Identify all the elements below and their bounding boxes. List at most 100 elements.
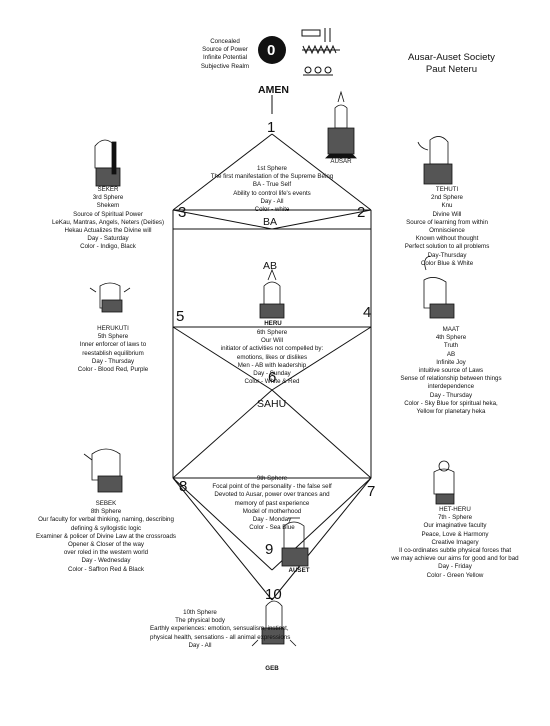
sphere-4-line: interdependence — [427, 383, 475, 391]
hieroglyph-amen-icon — [301, 28, 340, 76]
sphere-10-line: The physical body — [175, 617, 225, 625]
line-8-10 — [172, 477, 273, 601]
sphere-4-line: Yellow for planetary heka — [416, 408, 486, 416]
sphere-4-line: intuitive source of Laws — [418, 367, 484, 375]
sphere-9-line: Model of motherhood — [242, 507, 302, 515]
sphere-2-text: TEHUTI 2nd Sphere Knu Divine Will Source… — [392, 186, 502, 268]
sphere-6-text: 6th Sphere Our Will initiator of activit… — [192, 329, 352, 386]
sphere-6-line: 6th Sphere — [256, 329, 288, 336]
auset-figure-icon — [281, 517, 309, 567]
sphere-5-line: reestablish equilibrium — [82, 349, 144, 357]
sphere-8-line: defining & syllogistic logic — [70, 524, 142, 532]
sphere-8-line: Color - Saffron Red & Black — [68, 565, 144, 573]
sphere-7-line: Creative Imagery — [431, 538, 479, 546]
sphere-4-line: Infinite Joy — [436, 358, 466, 366]
sphere-0-number: 0 — [267, 42, 276, 59]
sphere-1-text: 1st Sphere The first manifestation of th… — [172, 165, 372, 214]
sphere-10-line: Day - All — [188, 641, 212, 649]
sphere-5-line: Day - Thursday — [91, 357, 135, 365]
sphere-4-number: 4 — [363, 304, 372, 321]
tehuti-figure-icon — [417, 136, 453, 185]
sphere-4-line: Day - Thursday — [429, 391, 473, 399]
sphere-7-number: 7 — [367, 483, 376, 500]
sphere-2-line: Omniscience — [429, 227, 465, 235]
sphere-2-line: Known without thought — [415, 235, 479, 243]
zero-circle — [258, 36, 286, 64]
sphere-10-line: Earthly experiences: emotion, sensualism… — [150, 625, 289, 633]
sphere-5-line: 5th Sphere — [97, 333, 129, 341]
sphere-9-line: memory of past experience — [234, 499, 310, 507]
concealed-line: Concealed — [210, 38, 240, 45]
sphere-3-line: Source of Spiritual Power — [73, 210, 143, 218]
sphere-7-line: Day - Friday — [438, 563, 472, 571]
sphere-4-line: Truth — [443, 342, 459, 350]
sphere-1-line: Color - white — [254, 206, 290, 214]
sphere-2-line: Color Blue & White — [420, 259, 474, 267]
sphere-10-line: physical health, sensations - all animal… — [150, 633, 291, 641]
sphere-9-line: Devoted to Ausar, power over trances and — [214, 491, 330, 499]
sphere-8-line: Examiner & policer of Divine Law at the … — [36, 532, 176, 540]
sphere-8-line: Day - Wednesday — [81, 557, 131, 565]
ausar-label: AUSAR — [330, 158, 352, 165]
heru-figure-icon — [259, 268, 285, 319]
sphere-7-line: HET-HERU — [439, 506, 471, 513]
sphere-6-line: Color - White & Red — [244, 378, 300, 386]
sphere-2-line: TEHUTI — [435, 186, 459, 193]
sphere-1-line: The first manifestation of the Supreme B… — [210, 173, 334, 181]
sphere-10-line: 10th Sphere — [183, 609, 217, 616]
sphere-8-line: 8th Sphere — [90, 508, 122, 516]
concealed-line: Source of Power — [202, 46, 248, 54]
sphere-8-number: 8 — [179, 478, 188, 495]
sphere-8-text: SEBEK 8th Sphere Our faculty for verbal … — [26, 500, 186, 574]
sphere-3-line: Shekem — [96, 202, 120, 210]
sphere-3-line: Color - Indigo, Black — [80, 243, 136, 251]
geb-label: GEB — [265, 665, 279, 672]
sphere-1-line: Day - All — [260, 197, 284, 205]
sphere-2-line: 2nd Sphere — [431, 194, 463, 202]
line-4-6 — [271, 326, 372, 391]
sphere-9-text: 9th Sphere Focal point of the personalit… — [190, 475, 354, 532]
sphere-10-text: 10th Sphere The physical body Earthly ex… — [150, 609, 291, 650]
line-ba-right — [271, 209, 372, 230]
sebek-figure-icon — [83, 448, 123, 493]
sphere-1-number: 1 — [267, 119, 276, 136]
concealed-line: Infinite Potential — [202, 54, 248, 62]
sphere-4-line: Sense of relationship between things — [400, 375, 502, 383]
title-line-2: Paut Neteru — [425, 64, 478, 75]
sphere-6-line: emotions, likes or dislikes — [236, 353, 308, 361]
sphere-1-line: Ability to control life's events — [233, 189, 311, 197]
sphere-7-line: Our imaginative faculty — [423, 522, 487, 530]
sphere-2-line: Perfect solution to all problems — [404, 243, 490, 251]
sphere-5-line: Inner enforcer of laws to — [79, 341, 147, 349]
sphere-5-text: HERUKUTI 5th Sphere Inner enforcer of la… — [58, 325, 168, 374]
het-heru-figure-icon — [433, 460, 455, 505]
sphere-1-line: BA - True Self — [252, 181, 292, 189]
maat-figure-icon — [423, 255, 455, 319]
sphere-4-text: MAAT 4th Sphere Truth AB Infinite Joy in… — [376, 326, 526, 416]
line-ba-left — [172, 209, 273, 230]
sphere-3-line: SEKER — [97, 186, 119, 193]
tree-lines — [172, 95, 372, 601]
title-line-1: Ausar-Auset Society — [408, 52, 495, 63]
sphere-3-line: Day - Saturday — [87, 235, 129, 243]
ausar-figure-icon — [325, 90, 357, 159]
line-6-7 — [271, 389, 372, 479]
line-8-9 — [172, 477, 273, 571]
heru-label: HERU — [264, 320, 282, 327]
line-6-8 — [172, 389, 273, 479]
sphere-8-line: Opener & Closer of the way — [67, 541, 144, 549]
sphere-9-number: 9 — [265, 541, 274, 558]
sphere-7-line: Color - Green Yellow — [426, 571, 484, 579]
sphere-9-line: Color - Sea Blue — [249, 524, 295, 532]
sphere-8-line: over roled in the western world — [63, 549, 149, 557]
society-title: Ausar-Auset Society Paut Neteru — [408, 52, 495, 76]
zone-ab-label: AB — [263, 260, 278, 272]
concealed-line: Subjective Realm — [200, 62, 250, 70]
sphere-4-line: Color - Sky Blue for spiritual heka, — [404, 399, 498, 407]
sphere-3-line: Hekau Actualizes the Divine will — [64, 227, 152, 235]
sphere-6-line: Our Will — [261, 337, 283, 345]
sphere-2-line: Source of learning from within — [406, 218, 488, 226]
sphere-7-text: HET-HERU 7th - Sphere Our imaginative fa… — [380, 506, 530, 580]
sphere-4-line: 4th Sphere — [435, 334, 467, 342]
herukuti-figure-icon — [89, 282, 131, 313]
